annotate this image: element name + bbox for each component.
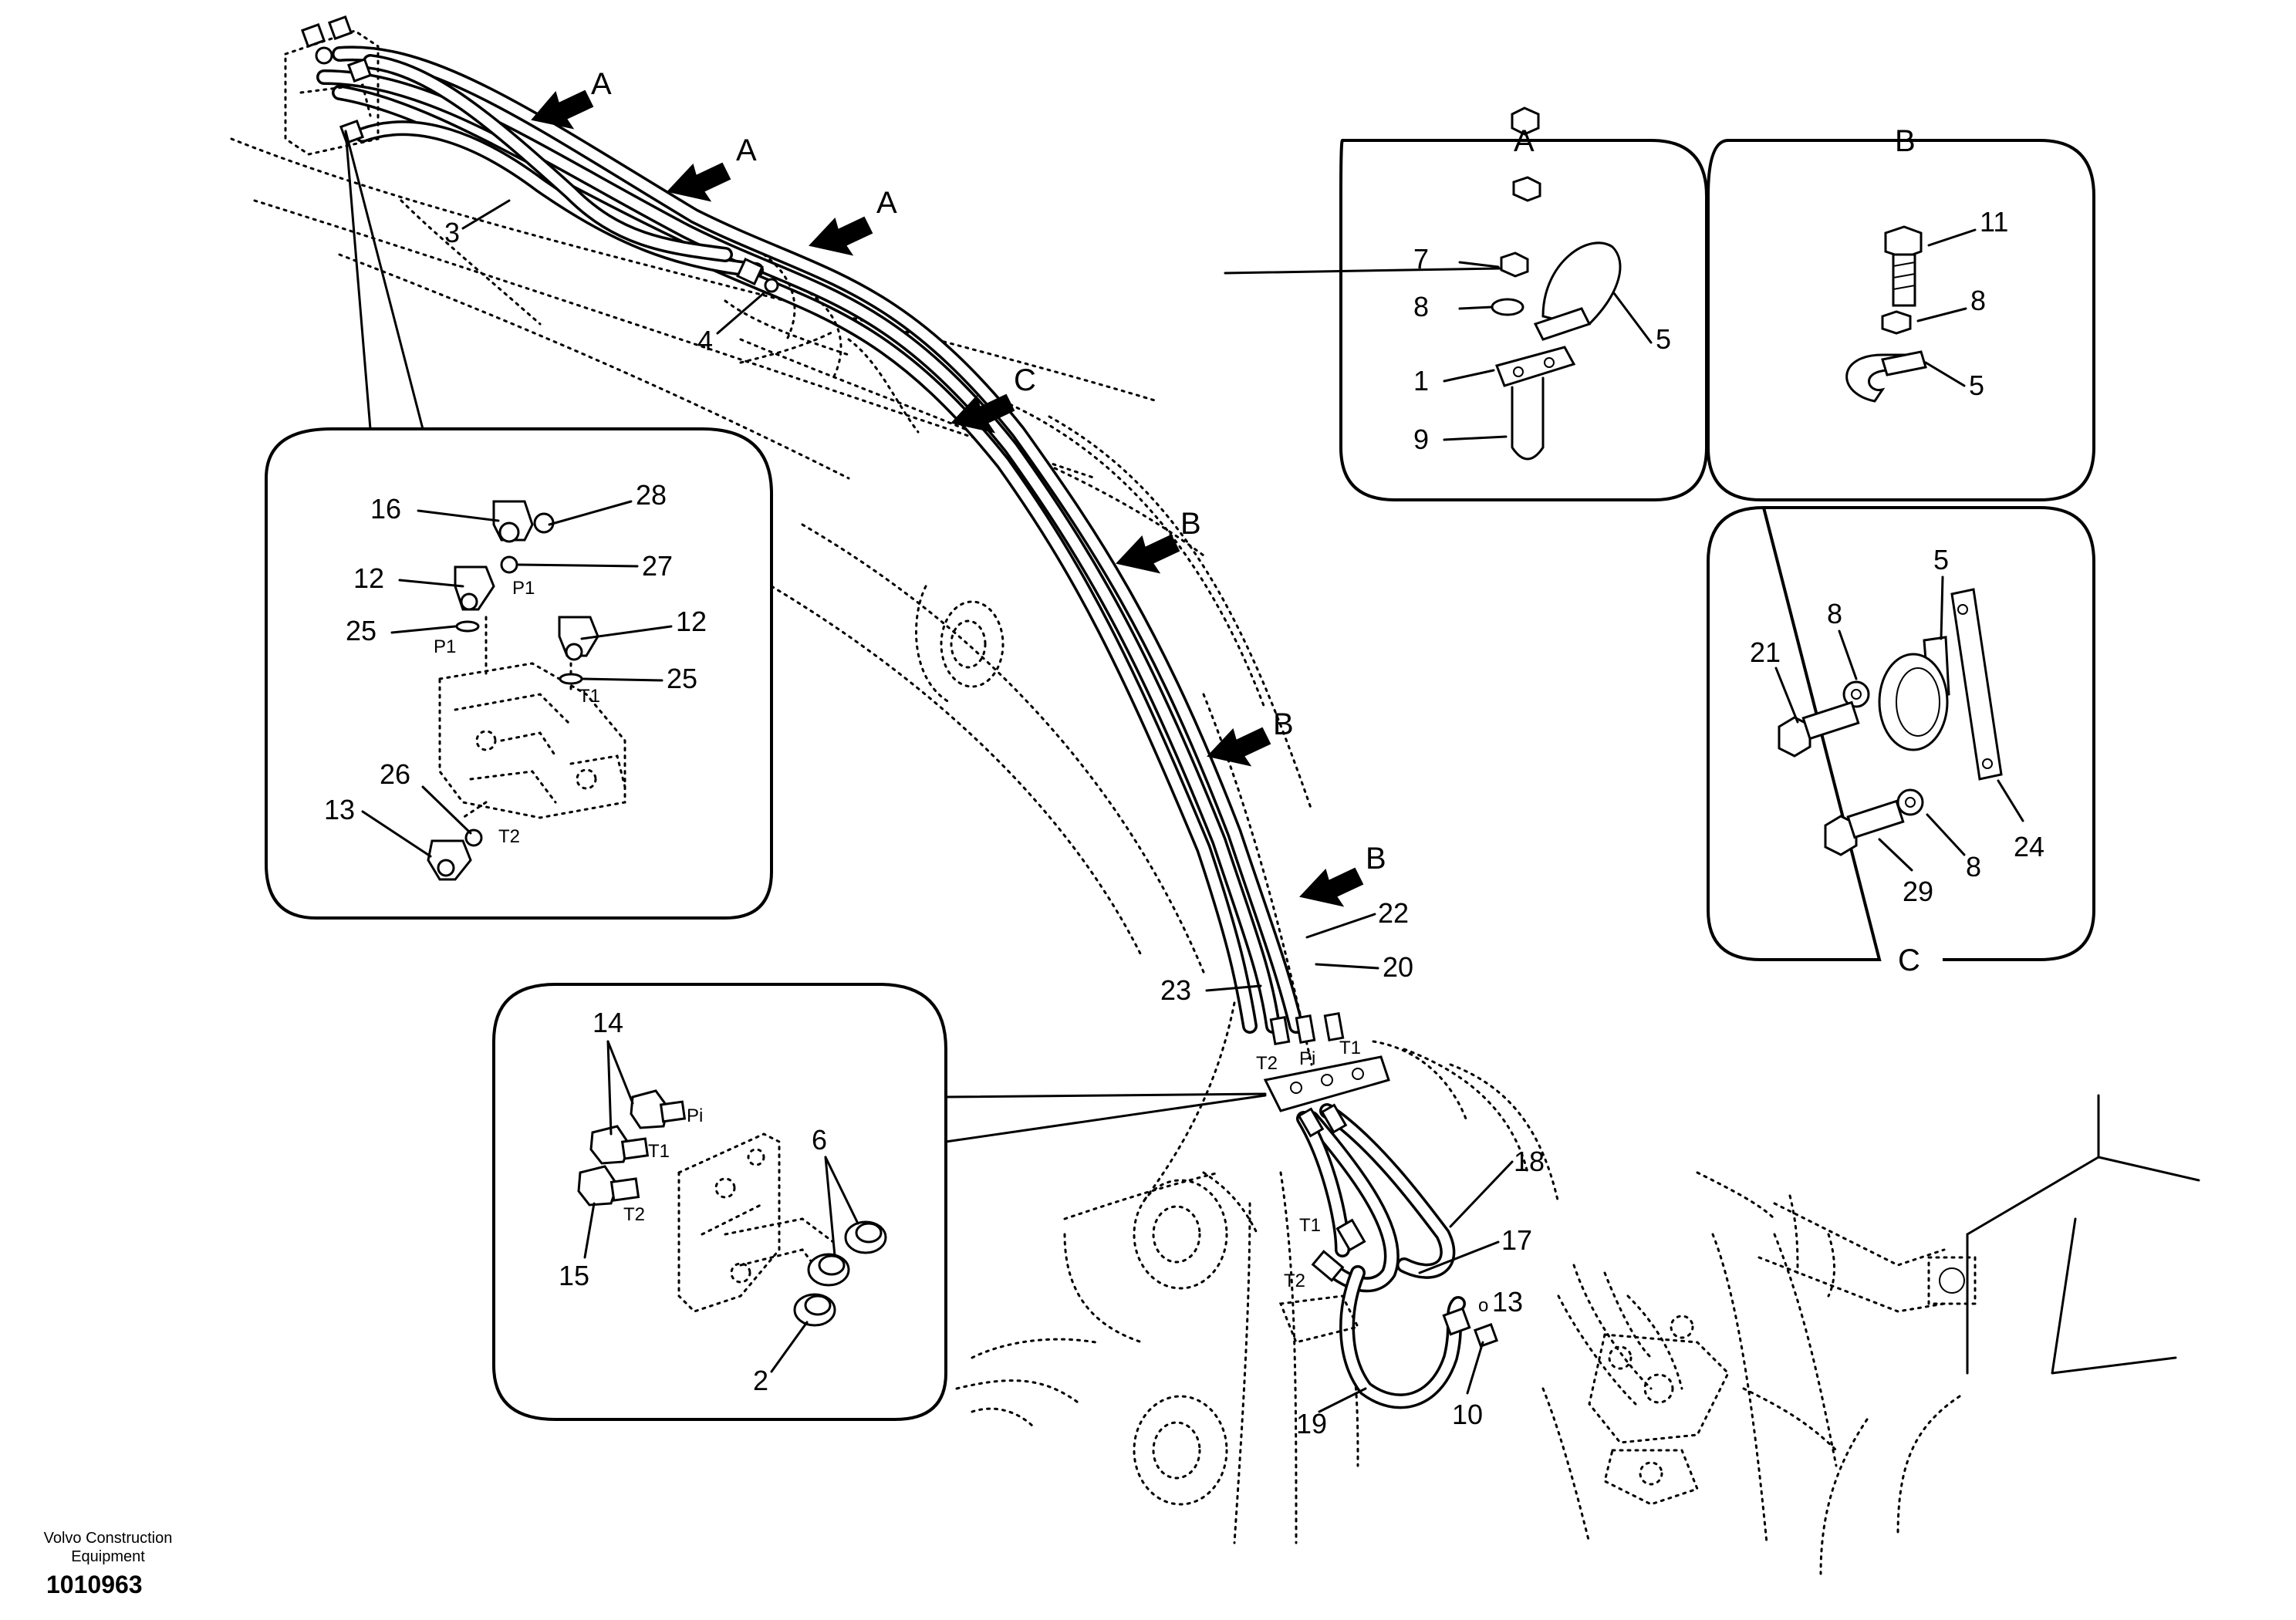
arrow-a1 xyxy=(531,89,594,130)
c-callout-21: 21 xyxy=(1750,636,1781,668)
arrow-c xyxy=(950,393,1015,434)
a-callout-1: 1 xyxy=(1413,365,1429,397)
callout-18: 18 xyxy=(1514,1146,1545,1177)
document-number: 1010963 xyxy=(46,1571,143,1598)
c-callout-29: 29 xyxy=(1903,876,1933,907)
a-callout-7: 7 xyxy=(1413,243,1429,275)
port-t2-low: T2 xyxy=(1284,1271,1305,1291)
a-callout-8: 8 xyxy=(1413,291,1429,322)
port-t2-top: T2 xyxy=(1256,1053,1278,1074)
valve-callout-13: 13 xyxy=(324,794,355,825)
valve-port-p1b: P1 xyxy=(434,636,456,657)
port-t1-low: T1 xyxy=(1299,1215,1321,1236)
c-callout-24: 24 xyxy=(2014,831,2044,862)
arrow-label-c: C xyxy=(1014,363,1036,397)
detail-valve xyxy=(265,130,773,920)
machine-background xyxy=(230,137,2200,1575)
detail-b-title: B xyxy=(1895,124,1916,158)
c-callout-8b: 8 xyxy=(1966,851,1981,883)
arrow-label-b3: B xyxy=(1366,842,1386,876)
arrow-b1 xyxy=(1116,534,1180,574)
valve-callout-25b: 25 xyxy=(667,663,697,694)
callout-17: 17 xyxy=(1501,1224,1532,1256)
c-callout-5: 5 xyxy=(1933,544,1949,575)
brand-line-1: Volvo Construction xyxy=(43,1530,173,1547)
arrow-label-b2: B xyxy=(1273,707,1294,741)
valve-port-t1: T1 xyxy=(579,686,600,707)
main-leaders xyxy=(461,199,1514,1413)
valve-callout-16: 16 xyxy=(370,493,401,525)
detail-c-title: C xyxy=(1898,943,1920,977)
arrow-label-a3: A xyxy=(876,186,897,220)
port-t1-top: T1 xyxy=(1339,1038,1361,1058)
arrow-a3 xyxy=(809,216,873,256)
callout-13: 13 xyxy=(1492,1286,1523,1318)
valve-callout-28: 28 xyxy=(636,479,667,511)
detail-b xyxy=(1707,139,2095,501)
bottom-manifold xyxy=(1263,1011,1499,1348)
arrow-label-b1: B xyxy=(1180,507,1201,541)
detail-a-title: A xyxy=(1514,124,1535,158)
block-callout-2: 2 xyxy=(753,1365,768,1396)
block-port-t1: T1 xyxy=(648,1141,670,1162)
b-callout-11: 11 xyxy=(1980,206,2008,238)
brand-line-2: Equipment xyxy=(71,1548,145,1565)
block-callout-6: 6 xyxy=(812,1124,827,1156)
port-pi-top: Pi xyxy=(1299,1048,1315,1069)
b-callout-8: 8 xyxy=(1970,285,1986,316)
detail-a xyxy=(1224,106,1708,501)
arrow-b3 xyxy=(1299,867,1364,907)
valve-port-p1a: P1 xyxy=(512,578,535,599)
valve-callout-12a: 12 xyxy=(353,562,384,594)
arrow-label-a1: A xyxy=(591,67,612,101)
detail-c xyxy=(1707,505,2095,961)
block-callout-14: 14 xyxy=(593,1007,623,1038)
c-callout-8a: 8 xyxy=(1827,598,1842,629)
valve-port-t2: T2 xyxy=(498,826,520,847)
a-callout-9: 9 xyxy=(1413,424,1429,455)
port-o: o xyxy=(1478,1295,1488,1316)
callout-19: 19 xyxy=(1296,1408,1327,1439)
block-port-t2: T2 xyxy=(623,1204,645,1225)
callout-3: 3 xyxy=(444,217,460,248)
a-callout-5: 5 xyxy=(1656,323,1671,355)
callout-23: 23 xyxy=(1160,974,1191,1006)
valve-callout-27: 27 xyxy=(642,550,673,582)
callout-20: 20 xyxy=(1383,951,1413,983)
brand-label: Volvo Construction Equipment xyxy=(23,1529,193,1566)
view-arrows xyxy=(531,89,1364,907)
block-port-pi: Pi xyxy=(687,1105,703,1126)
block-callout-15: 15 xyxy=(559,1260,589,1291)
b-callout-5: 5 xyxy=(1969,370,1984,401)
valve-callout-25a: 25 xyxy=(346,615,376,646)
detail-block xyxy=(492,983,1267,1421)
mid-clamp xyxy=(736,253,842,380)
arrow-a2 xyxy=(667,162,731,202)
callout-22: 22 xyxy=(1378,897,1409,929)
arrow-label-a2: A xyxy=(736,133,757,167)
arrow-b2 xyxy=(1207,727,1271,767)
callout-4: 4 xyxy=(697,325,713,356)
callout-10: 10 xyxy=(1452,1399,1483,1430)
valve-callout-26: 26 xyxy=(380,758,410,790)
valve-callout-12b: 12 xyxy=(676,606,707,637)
